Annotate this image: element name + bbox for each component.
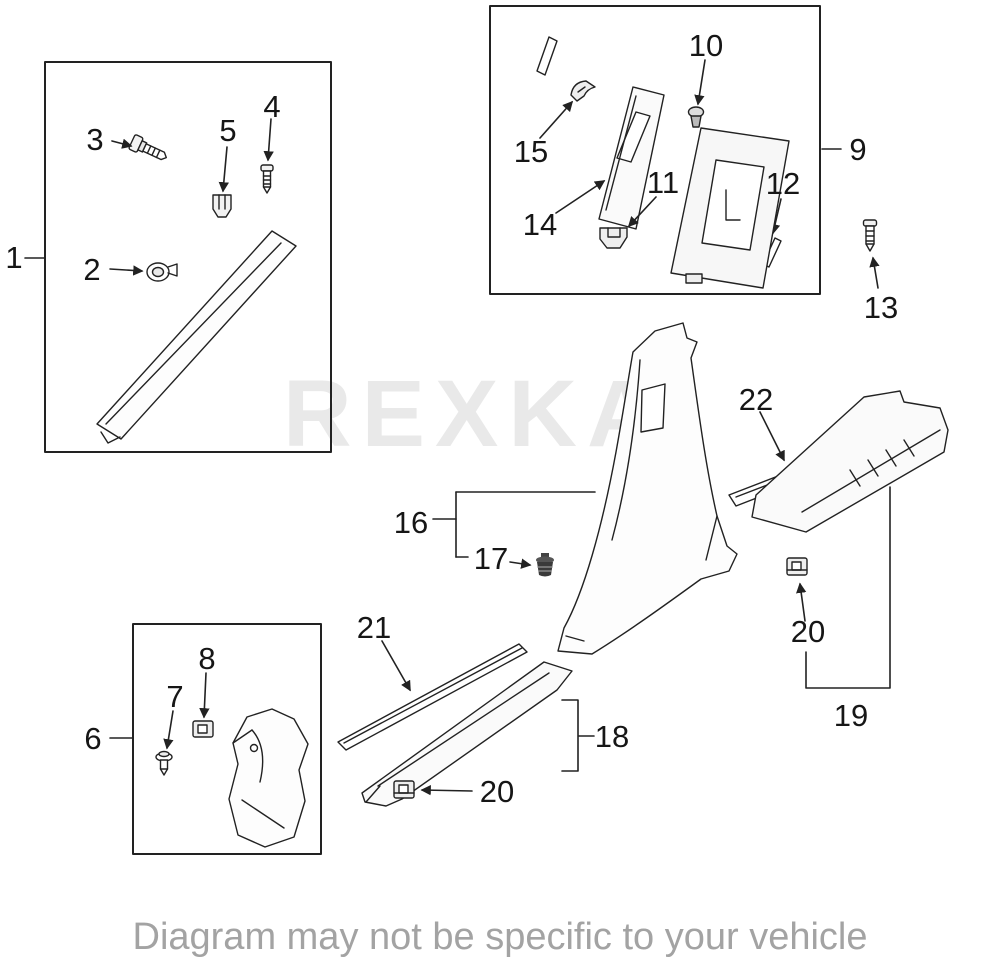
center-pillar-lower-trim-drawing: [557, 322, 738, 655]
part-18-scuff-plate-drawing: [361, 661, 573, 807]
part-10-clip-drawing: [687, 59, 706, 128]
callout-19: 19: [833, 698, 869, 733]
part-11-bracket-drawing: [599, 196, 657, 249]
group-9-box: [489, 5, 842, 295]
part-20-bottom-clip-drawing: [393, 780, 473, 799]
callout-14: 14: [522, 207, 558, 242]
disclaimer-text: Diagram may not be specific to your vehi…: [132, 916, 868, 958]
callout-19-bracket: [805, 486, 891, 689]
part-7-screw-drawing: [155, 710, 174, 776]
callout-4: 4: [263, 89, 281, 124]
callout-3: 3: [86, 122, 104, 157]
callout-20-bottom: 20: [479, 774, 515, 809]
callout-2: 2: [83, 252, 101, 287]
part-15-clip-drawing: [539, 80, 596, 139]
part-17-grommet-drawing: [509, 553, 554, 577]
callout-6: 6: [84, 721, 102, 756]
callout-12: 12: [765, 166, 801, 201]
callout-18-bracket: [561, 699, 595, 772]
part-19-scuff-plate-drawing: [751, 390, 949, 533]
watermark-text: REXKA: [283, 361, 666, 467]
cowl-side-trim-drawing: [228, 708, 309, 848]
callout-10: 10: [688, 28, 724, 63]
part-21-sill-strip-drawing: [337, 640, 528, 751]
a-pillar-trim-drawing: [96, 230, 297, 444]
callout-22: 22: [738, 382, 774, 417]
callout-5: 5: [219, 113, 237, 148]
callout-15: 15: [513, 134, 549, 169]
callout-7: 7: [166, 679, 184, 714]
callout-17: 17: [473, 541, 509, 576]
group9-right-panel-drawing: [670, 127, 790, 289]
group-1-box: [24, 61, 332, 453]
group9-top-strip-drawing: [536, 36, 558, 76]
part-2-grommet-drawing: [109, 262, 178, 282]
group-6-box: [109, 623, 322, 855]
part-3-clip-drawing: [111, 134, 168, 161]
callout-20-right: 20: [790, 614, 826, 649]
callout-1: 1: [5, 240, 23, 275]
callout-16: 16: [393, 505, 429, 540]
part-14-pillar-upper-trim-drawing: [555, 86, 665, 230]
callout-18: 18: [594, 719, 630, 754]
callout-8: 8: [198, 641, 216, 676]
callout-13: 13: [863, 290, 899, 325]
part-8-clip-drawing: [192, 672, 214, 738]
part-5-clip-drawing: [212, 146, 232, 218]
part-13-screw-drawing: [862, 219, 880, 289]
part-20-right-clip-drawing: [786, 557, 808, 622]
callout-21: 21: [356, 610, 392, 645]
callout-11: 11: [646, 165, 680, 200]
callout-9: 9: [849, 132, 867, 167]
part-4-screw-drawing: [260, 118, 274, 194]
callout-16-bracket: [432, 491, 596, 558]
